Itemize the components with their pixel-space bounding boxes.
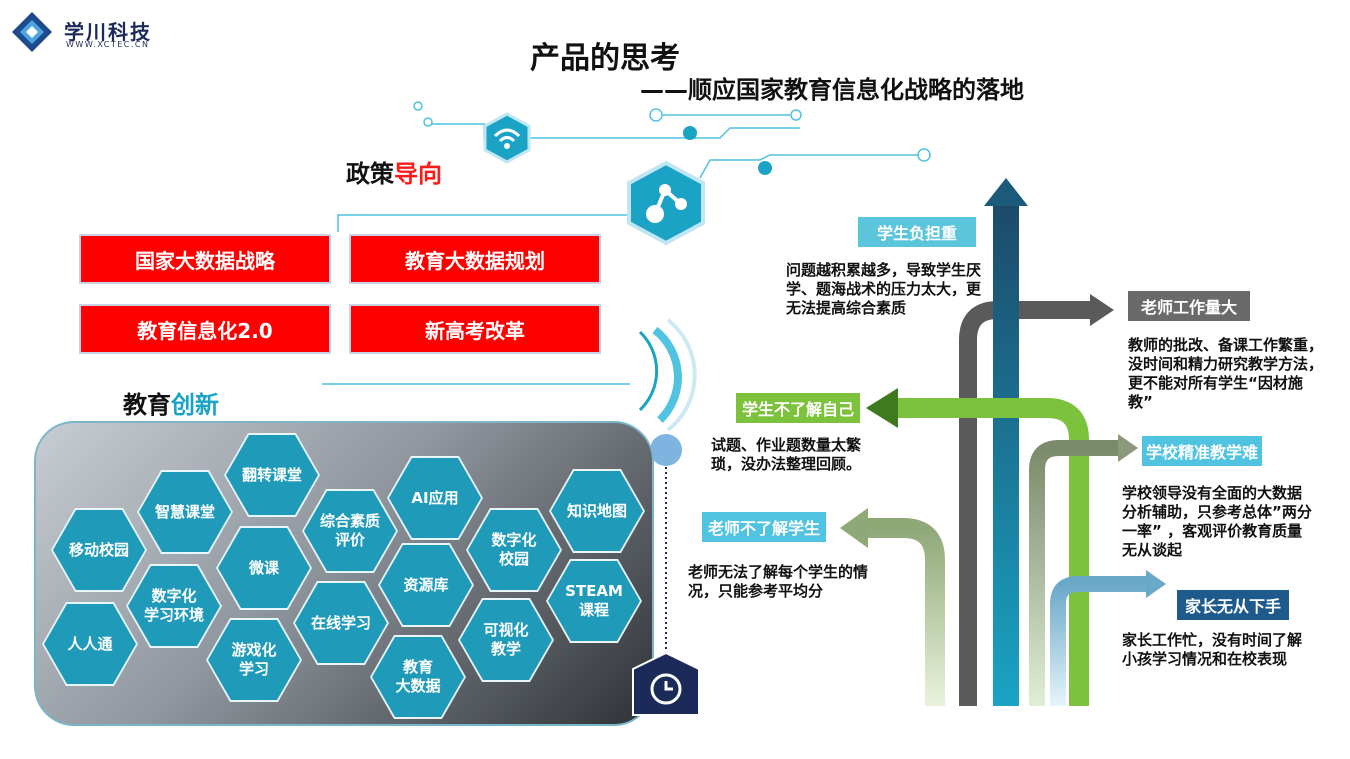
policy-item-edu-big-data-plan: 教育大数据规划 — [349, 234, 601, 284]
policy-item-exam-reform: 新高考改革 — [349, 304, 601, 354]
innovation-title-part2: 创新 — [171, 391, 219, 419]
policy-item-big-data-strategy: 国家大数据战略 — [79, 234, 331, 284]
innovation-panel — [34, 421, 654, 726]
problem-label-teacher-workload: 老师工作量大 — [1128, 291, 1250, 321]
problem-label-student-self-unaware: 学生不了解自己 — [736, 393, 860, 423]
problem-label-school-precision: 学校精准教学难 — [1142, 436, 1262, 466]
problem-label-parents-helpless: 家长无从下手 — [1177, 590, 1289, 620]
problem-label-student-burden: 学生负担重 — [858, 217, 976, 247]
policy-section-title: 政策导向 — [346, 154, 442, 189]
problem-desc-school-precision: 学校领导没有全面的大数据分析辅助，只参考总体”两分一率” ，客观评价教育质量无从… — [1122, 484, 1312, 559]
problem-label-teacher-unaware: 老师不了解学生 — [702, 512, 826, 542]
problem-desc-student-self-unaware: 试题、作业题数量太繁琐，没办法整理回顾。 — [711, 436, 862, 473]
problem-desc-student-burden: 问题越积累越多，导致学生厌学、题海战术的压力太大，更无法提高综合素质 — [786, 261, 982, 317]
problem-desc-teacher-unaware: 老师无法了解每个学生的情况，只能参考平均分 — [688, 563, 869, 600]
innovation-title-part1: 教育 — [123, 391, 171, 419]
hex-flipped-classroom: 翻转课堂 — [226, 435, 318, 515]
logo-diamond-icon — [12, 12, 52, 52]
clock-icon — [632, 651, 700, 716]
problem-desc-parents-helpless: 家长工作忙，没有时间了解小孩学习情况和在校表现 — [1122, 631, 1303, 668]
page-subtitle: ——顺应国家教育信息化战略的落地 — [640, 76, 1024, 104]
logo-url: WWW.XCTEC.CN — [66, 40, 150, 49]
innovation-section-title: 教育创新 — [123, 385, 219, 420]
page-title: 产品的思考 — [530, 41, 680, 76]
wifi-icon — [483, 112, 531, 164]
policy-item-edu-informatization: 教育信息化2.0 — [79, 304, 331, 354]
logo-name: 学川科技 — [64, 20, 152, 44]
policy-title-part2: 导向 — [394, 160, 442, 188]
share-node-icon — [627, 160, 705, 246]
problem-desc-teacher-workload: 教师的批改、备课工作繁重，没时间和精力研究教学方法，更不能对所有学生“因材施教” — [1128, 336, 1324, 411]
policy-title-part1: 政策 — [346, 160, 394, 188]
